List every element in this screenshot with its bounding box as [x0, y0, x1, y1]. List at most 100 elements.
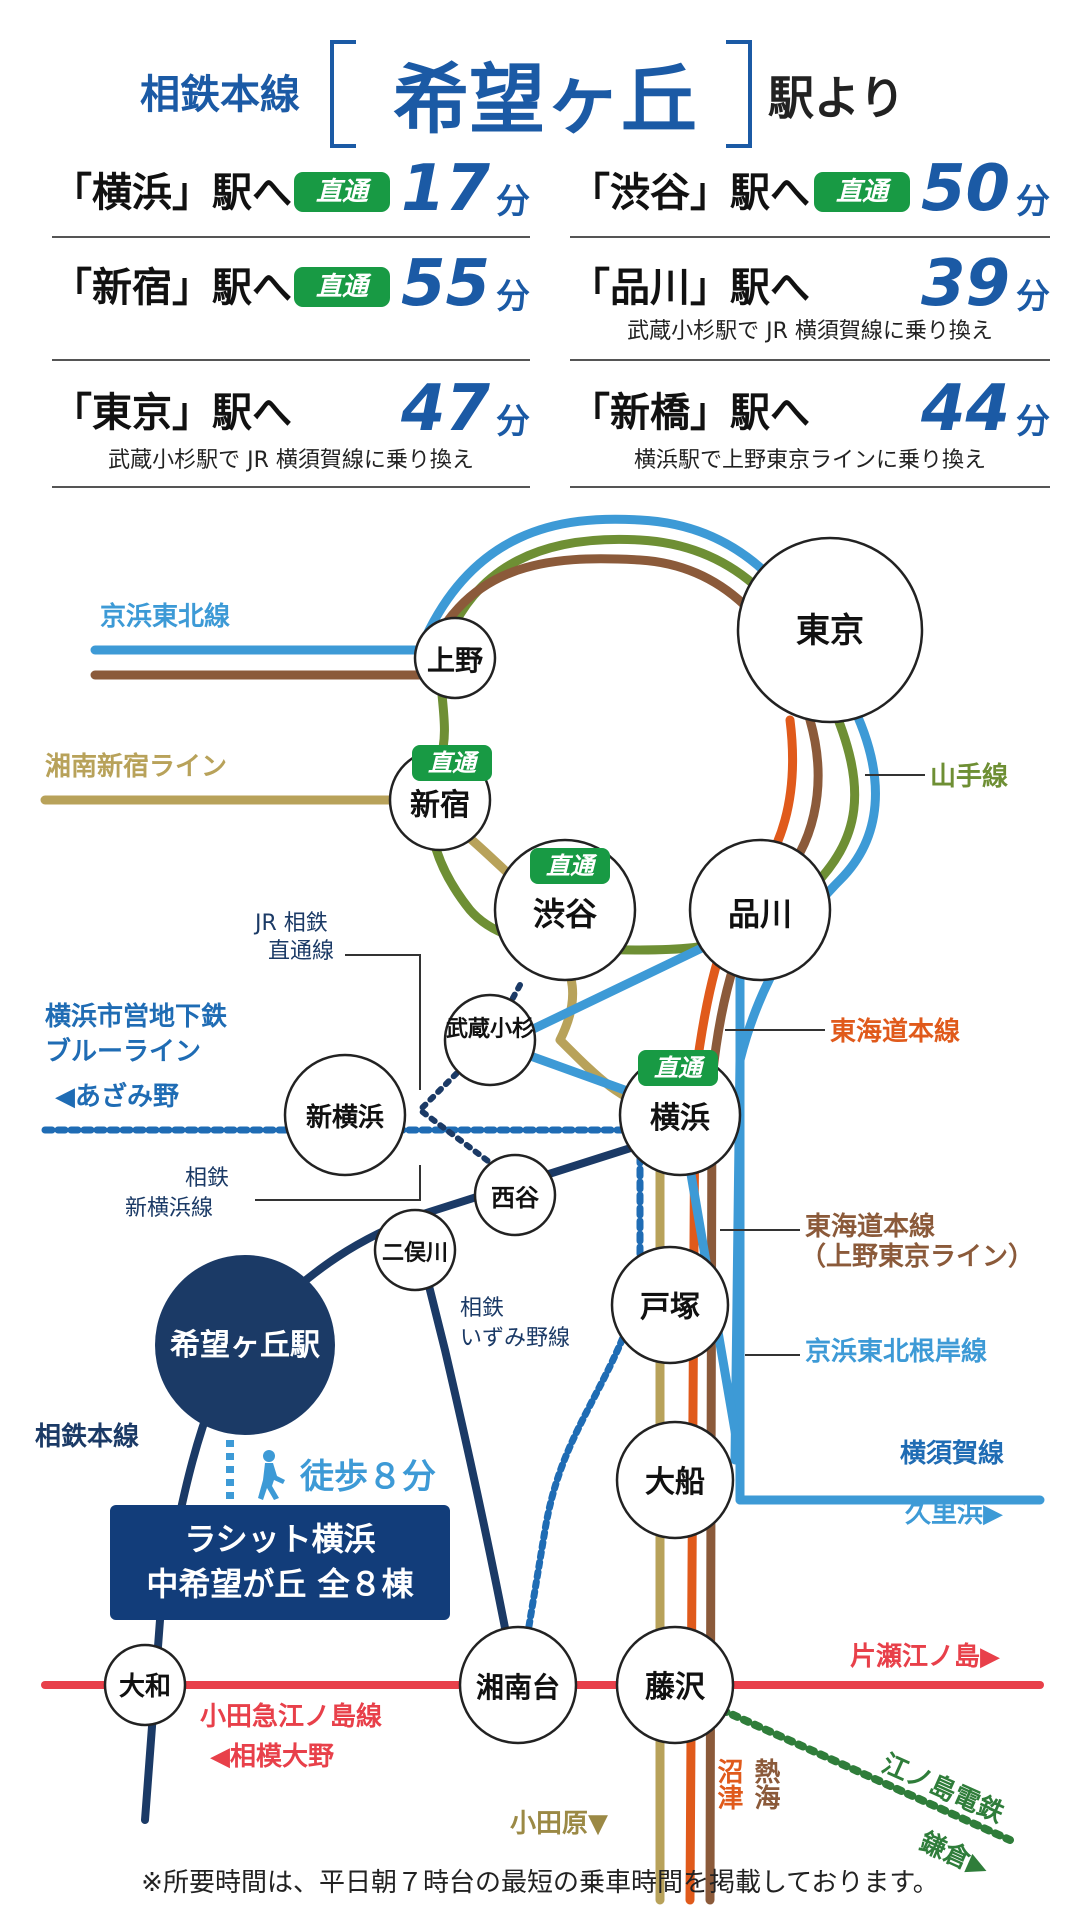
route-minutes-unit: 分: [496, 182, 530, 222]
izumino-line-dotted: [516, 1316, 634, 1684]
station-shinyokohama-label: 新横浜: [306, 1102, 384, 1133]
route-row-tokyo: 「東京」駅へ 47 分 武蔵小杉駅で JR 横須賀線に乗り換え: [52, 370, 530, 488]
label-sotetsu-main: 相鉄本線: [35, 1421, 139, 1452]
station-shonandai-circle: [458, 1625, 578, 1745]
header-bracket-right: [726, 40, 752, 148]
label-yamanote: 山手線: [930, 761, 1008, 792]
header-from-label: 駅より: [768, 71, 906, 125]
station-ueno-label: 上野: [427, 644, 483, 677]
station-musashikosugi-circle: [443, 993, 537, 1087]
station-fujisawa-label: 藤沢: [645, 1670, 706, 1705]
route-minutes: 17: [400, 152, 490, 226]
route-row-shimbashi: 「新橋」駅へ 44 分 横浜駅で上野東京ラインに乗り換え: [570, 370, 1050, 488]
station-kibogaoka-circle: [155, 1255, 335, 1435]
header-bracket-left: [330, 40, 356, 148]
route-transfer-note: 武蔵小杉駅で JR 横須賀線に乗り換え: [108, 448, 474, 473]
label-yokosuka: 横須賀線: [900, 1438, 1004, 1469]
label-sotetsu-shinyokohama-2: 新横浜線: [125, 1196, 213, 1221]
label-tokaido-ueno-1: 東海道本線: [805, 1211, 935, 1242]
route-minutes: 55: [400, 247, 490, 321]
row-divider: [570, 486, 1050, 488]
row-divider: [52, 359, 530, 361]
row-divider: [570, 236, 1050, 238]
property-name-line1: ラシット横浜: [184, 1520, 375, 1558]
row-divider: [52, 486, 530, 488]
station-ofuna-circle: [615, 1420, 735, 1540]
route-minutes-unit: 分: [496, 277, 530, 317]
direct-badge-yokohama: [638, 1050, 718, 1086]
station-shinyokohama-circle: [283, 1053, 407, 1177]
station-totsuka-label: 戸塚: [640, 1290, 700, 1325]
label-numazu: 沼津: [713, 1758, 743, 1810]
leader-sotetsu-shinyokohama: [255, 1165, 421, 1201]
station-shinjuku-label: 新宿: [410, 788, 470, 823]
label-sagami-ono: ◀相模大野: [210, 1742, 334, 1772]
station-shinagawa-circle: [688, 838, 832, 982]
label-odawara: 小田原▼: [510, 1809, 608, 1839]
station-futamatagawa-label: 二俣川: [382, 1241, 448, 1266]
label-sotetsu-shinyokohama-1: 相鉄: [185, 1166, 229, 1191]
route-minutes: 39: [920, 247, 1010, 321]
walking-person-icon: [258, 1450, 285, 1500]
direct-badge-shinjuku-text: 直通: [428, 749, 480, 777]
route-row-shibuya: 「渋谷」駅へ 直通 50 分: [570, 150, 1050, 260]
label-jr-sotetsu-2: 直通線: [268, 939, 334, 964]
route-destination: 「横浜」駅へ: [52, 170, 292, 216]
leader-jr-sotetsu: [345, 954, 421, 1090]
route-destination: 「東京」駅へ: [52, 390, 292, 436]
direct-badge-yokohama-text: 直通: [654, 1054, 706, 1082]
route-row-shinjuku: 「新宿」駅へ 直通 55 分: [52, 245, 530, 361]
label-izumino-1: 相鉄: [460, 1296, 504, 1321]
station-tokyo-label: 東京: [796, 611, 864, 651]
row-divider: [52, 236, 530, 238]
station-shonandai-label: 湘南台: [476, 1671, 560, 1704]
station-musashikosugi-label: 武蔵小杉: [446, 1016, 534, 1042]
station-shibuya-label: 渋谷: [533, 895, 597, 933]
label-odakyu-enoshima: 小田急江ノ島線: [200, 1701, 382, 1732]
label-atami: 熱海: [750, 1758, 780, 1810]
route-destination: 「品川」駅へ: [570, 265, 810, 311]
direct-badge: 直通: [294, 172, 390, 212]
label-keihin-tohoku: 京浜東北線: [100, 601, 230, 632]
route-destination: 「新橋」駅へ: [570, 390, 810, 436]
yokosuka-line: [495, 915, 1045, 1505]
route-row-shinagawa: 「品川」駅へ 39 分 武蔵小杉駅で JR 横須賀線に乗り換え: [570, 245, 1050, 361]
enoden-line: [696, 1696, 1014, 1844]
station-yamato-label: 大和: [119, 1672, 171, 1702]
route-minutes: 50: [920, 152, 1010, 226]
station-nishiya-circle: [473, 1153, 557, 1237]
header-station-name: 希望ヶ丘: [393, 55, 697, 144]
station-kibogaoka-label: 希望ヶ丘駅: [170, 1328, 320, 1363]
route-row-yokohama: 「横浜」駅へ 直通 17 分: [52, 150, 530, 260]
direct-badge: 直通: [294, 267, 390, 307]
station-ofuna-label: 大船: [645, 1465, 705, 1500]
label-tokaido-ueno-2: （上野東京ライン）: [800, 1241, 1034, 1272]
station-tokyo-circle: [736, 536, 924, 724]
label-kurihama: 久里浜▶: [905, 1499, 1003, 1529]
station-ueno-circle: [413, 616, 497, 700]
direct-badge-shinjuku: [412, 745, 492, 781]
direct-badge-shibuya-text: 直通: [546, 852, 598, 880]
label-azamino: ◀あざみ野: [55, 1081, 179, 1112]
label-jr-sotetsu-1: JR 相鉄: [253, 911, 328, 936]
route-minutes-unit: 分: [1016, 402, 1050, 442]
row-divider: [570, 359, 1050, 361]
property-box: [110, 1505, 450, 1620]
route-minutes-unit: 分: [1016, 182, 1050, 222]
header: 相鉄本線 希望ヶ丘 駅より: [0, 0, 1080, 150]
route-destination: 「新宿」駅へ: [52, 265, 292, 311]
label-keihin-negishi: 京浜東北根岸線: [805, 1336, 987, 1367]
station-futamatagawa-circle: [373, 1208, 457, 1292]
property-name-line2: 中希望が丘 全８棟: [146, 1565, 414, 1603]
station-totsuka-circle: [610, 1245, 730, 1365]
label-tokaido: 東海道本線: [830, 1016, 960, 1047]
station-yamato-circle: [103, 1643, 187, 1727]
route-minutes-unit: 分: [1016, 277, 1050, 317]
route-minutes: 44: [920, 372, 1010, 446]
header-line-name: 相鉄本線: [140, 72, 300, 118]
label-shonan-shinjuku: 湘南新宿ライン: [45, 751, 227, 782]
direct-badge: 直通: [814, 172, 910, 212]
route-minutes-unit: 分: [496, 402, 530, 442]
